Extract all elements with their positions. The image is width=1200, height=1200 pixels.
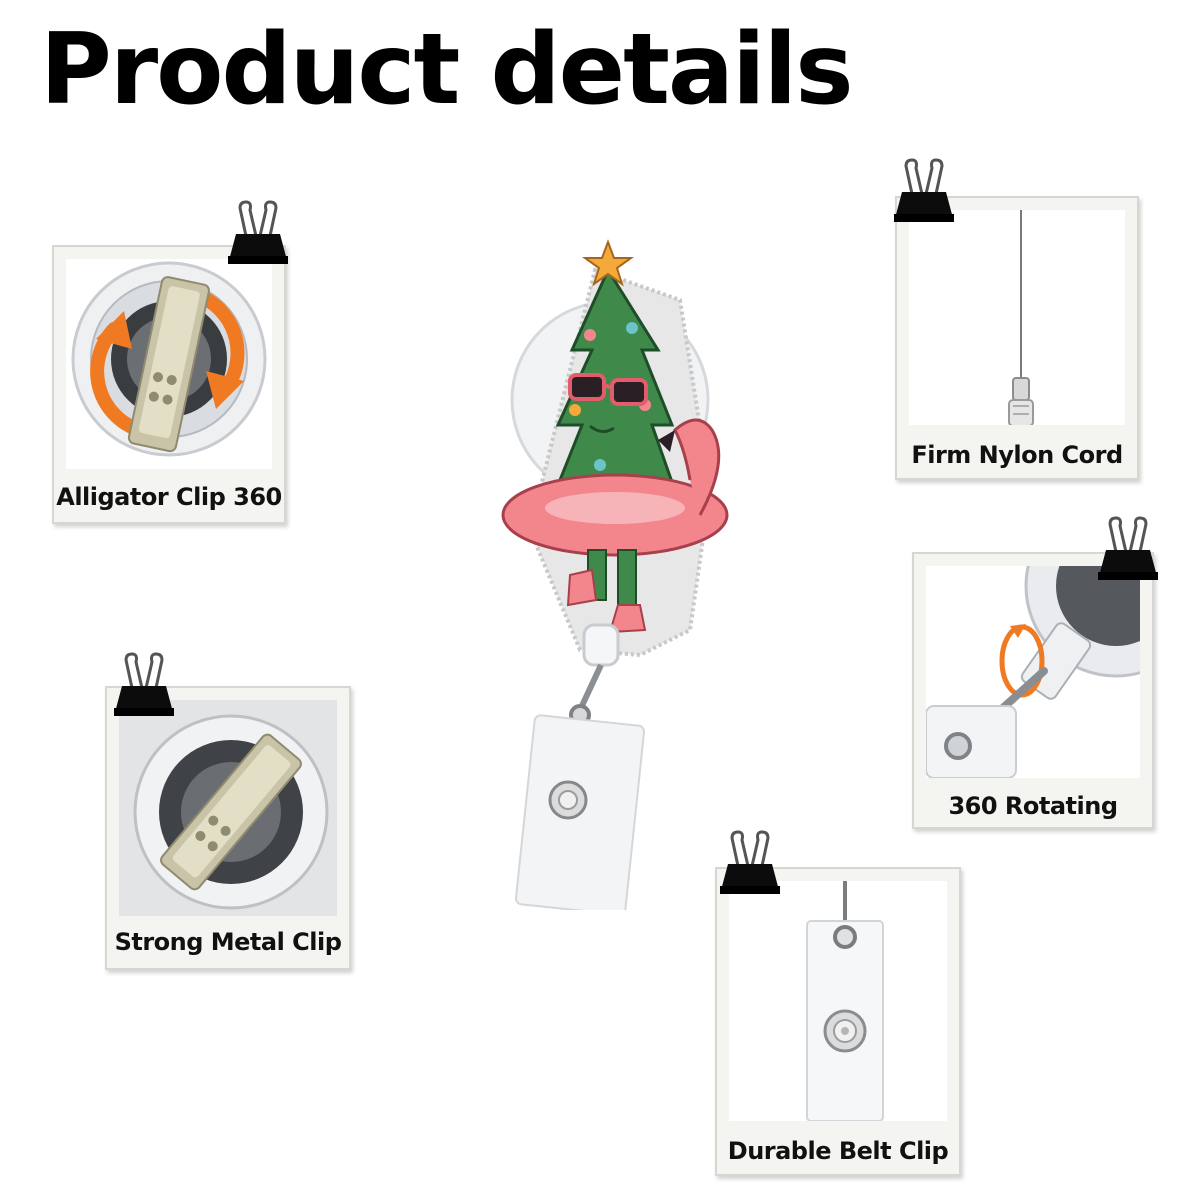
belt-clip-label: Durable Belt Clip bbox=[727, 1137, 949, 1165]
binder-clip-icon bbox=[892, 158, 956, 224]
binder-clip-icon bbox=[718, 830, 782, 896]
binder-clip-icon bbox=[1096, 516, 1160, 582]
metal-clip-photo bbox=[119, 700, 337, 916]
card-metal-clip: Strong Metal Clip bbox=[105, 686, 351, 970]
page-title: Product details bbox=[40, 13, 854, 127]
belt-clip-photo bbox=[729, 881, 947, 1121]
binder-clip-icon bbox=[112, 652, 176, 718]
alligator-clip-photo bbox=[66, 259, 272, 469]
rotating-photo bbox=[926, 566, 1140, 778]
binder-clip-icon bbox=[226, 200, 290, 266]
nylon-cord-photo bbox=[909, 210, 1125, 425]
rotating-label: 360 Rotating bbox=[948, 792, 1118, 820]
snap-button-icon bbox=[823, 1009, 867, 1053]
alligator-clip-label: Alligator Clip 360 bbox=[56, 483, 282, 511]
card-nylon-cord: Firm Nylon Cord bbox=[895, 196, 1139, 480]
card-360-rotating: 360 Rotating bbox=[912, 552, 1154, 829]
metal-clip-label: Strong Metal Clip bbox=[114, 928, 342, 956]
nylon-cord-label: Firm Nylon Cord bbox=[911, 441, 1123, 469]
badge-reel-product bbox=[480, 230, 740, 910]
card-belt-clip: Durable Belt Clip bbox=[715, 867, 961, 1176]
rotate-arrows-icon bbox=[90, 292, 245, 436]
card-alligator-clip: Alligator Clip 360 bbox=[52, 245, 286, 524]
